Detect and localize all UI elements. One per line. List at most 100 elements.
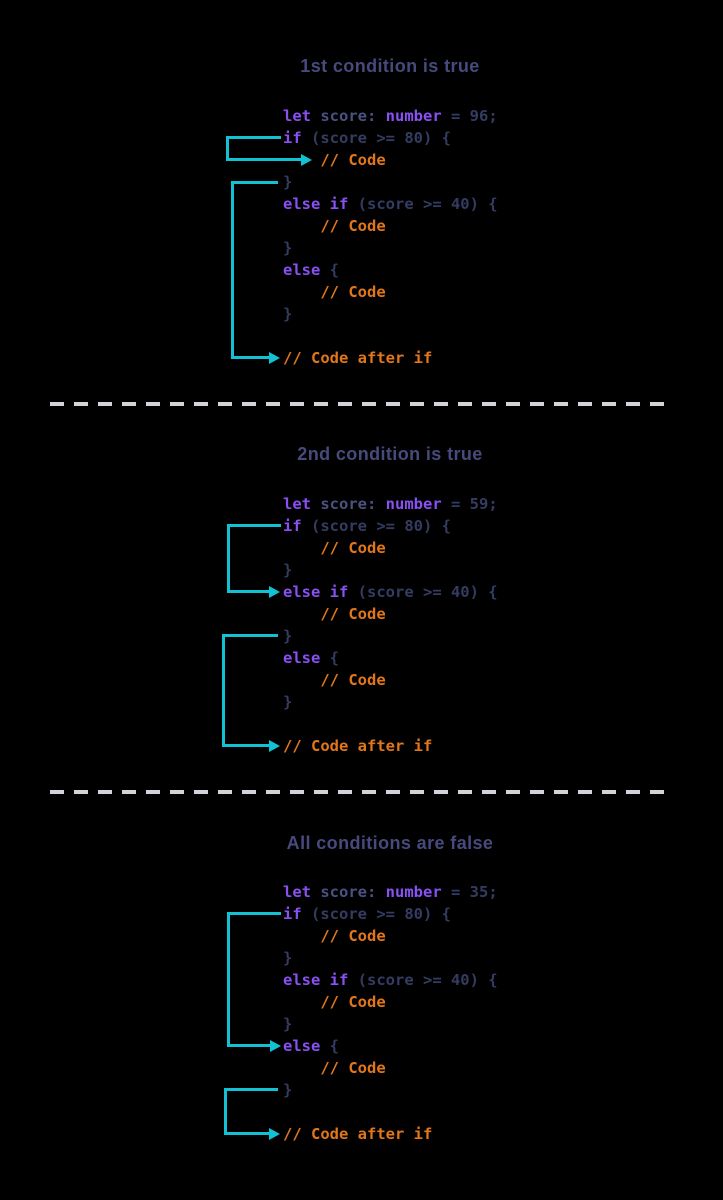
code-line: // Code bbox=[283, 149, 498, 171]
panel-3-code-block: let score: number = 35;if (score >= 80) … bbox=[283, 881, 498, 1145]
code-keyword: else if bbox=[283, 195, 349, 213]
code-text: { bbox=[320, 261, 339, 279]
code-line: // Code bbox=[283, 281, 498, 303]
code-keyword: let bbox=[283, 107, 311, 125]
code-keyword: let bbox=[283, 883, 311, 901]
code-line: } bbox=[283, 625, 498, 647]
code-line: // Code bbox=[283, 215, 498, 237]
code-line: else { bbox=[283, 647, 498, 669]
code-line bbox=[283, 1101, 498, 1123]
code-line: let score: number = 59; bbox=[283, 493, 498, 515]
flow-arrow-panel2-code-after-if-segment bbox=[222, 634, 278, 637]
code-text: = 35; bbox=[441, 883, 498, 901]
code-line: } bbox=[283, 171, 498, 193]
code-line: // Code bbox=[283, 1057, 498, 1079]
code-line: if (score >= 80) { bbox=[283, 127, 498, 149]
code-comment: // Code after if bbox=[283, 737, 433, 755]
flow-arrow-panel3-else-block-arrowhead bbox=[270, 1040, 281, 1052]
panel-2-title: 2nd condition is true bbox=[297, 444, 483, 464]
flow-arrow-panel2-else-if-statement-segment bbox=[227, 524, 281, 527]
flow-arrow-panel1-if-block-body-segment bbox=[226, 158, 302, 161]
code-text: (score >= 40) { bbox=[348, 583, 498, 601]
flow-arrow-panel1-code-after-if-segment bbox=[231, 181, 278, 184]
code-line: // Code bbox=[283, 925, 498, 947]
flow-arrow-panel3-code-after-if-arrowhead bbox=[269, 1128, 280, 1140]
flow-arrow-panel1-code-after-if-segment bbox=[231, 181, 234, 359]
code-keyword: else bbox=[283, 649, 321, 667]
code-line: } bbox=[283, 947, 498, 969]
flow-arrow-panel1-if-block-body-segment bbox=[226, 136, 229, 161]
code-keyword: else bbox=[283, 261, 321, 279]
code-line: // Code bbox=[283, 991, 498, 1013]
code-keyword: let bbox=[283, 495, 311, 513]
code-text: score: bbox=[311, 883, 386, 901]
code-keyword: if bbox=[283, 517, 302, 535]
code-keyword: else if bbox=[283, 583, 349, 601]
code-comment: // Code bbox=[283, 605, 386, 623]
code-line: else if (score >= 40) { bbox=[283, 193, 498, 215]
flow-arrow-panel1-if-block-body-segment bbox=[226, 136, 281, 139]
code-line: } bbox=[283, 303, 498, 325]
code-text: (score >= 80) { bbox=[301, 905, 451, 923]
panel-2-code-block: let score: number = 59;if (score >= 80) … bbox=[283, 493, 498, 757]
code-line: let score: number = 35; bbox=[283, 881, 498, 903]
code-line: let score: number = 96; bbox=[283, 105, 498, 127]
code-text: (score >= 40) { bbox=[348, 195, 498, 213]
code-comment: // Code bbox=[283, 151, 386, 169]
flow-arrow-panel2-code-after-if-segment bbox=[222, 634, 225, 747]
code-comment: // Code bbox=[283, 671, 386, 689]
code-comment: // Code bbox=[283, 927, 386, 945]
code-line: if (score >= 80) { bbox=[283, 903, 498, 925]
flow-arrow-panel2-else-if-statement-arrowhead bbox=[269, 586, 280, 598]
flow-arrow-panel1-if-block-body-arrowhead bbox=[301, 154, 312, 166]
code-text: } bbox=[283, 693, 293, 711]
code-comment: // Code after if bbox=[283, 349, 433, 367]
code-line: else if (score >= 40) { bbox=[283, 581, 498, 603]
dashed-divider-1 bbox=[50, 402, 670, 406]
code-text: { bbox=[320, 1037, 339, 1055]
code-text: (score >= 40) { bbox=[348, 971, 498, 989]
code-text: } bbox=[283, 1015, 293, 1033]
panel-1-code-block: let score: number = 96;if (score >= 80) … bbox=[283, 105, 498, 369]
flow-arrow-panel3-else-block-segment bbox=[227, 1044, 271, 1047]
code-line bbox=[283, 713, 498, 735]
flow-arrow-panel3-else-block-segment bbox=[227, 912, 281, 915]
code-keyword: number bbox=[385, 495, 442, 513]
flow-arrow-panel3-code-after-if-segment bbox=[224, 1088, 227, 1135]
code-text: (score >= 80) { bbox=[301, 129, 451, 147]
flow-arrow-panel2-code-after-if-segment bbox=[222, 744, 270, 747]
code-line: } bbox=[283, 237, 498, 259]
code-comment: // Code bbox=[283, 993, 386, 1011]
code-line: else if (score >= 40) { bbox=[283, 969, 498, 991]
flow-arrow-panel1-code-after-if-arrowhead bbox=[269, 352, 280, 364]
code-keyword: number bbox=[385, 107, 442, 125]
code-text: } bbox=[283, 305, 293, 323]
flow-arrow-panel2-code-after-if-arrowhead bbox=[269, 740, 280, 752]
code-comment: // Code bbox=[283, 1059, 386, 1077]
code-line: if (score >= 80) { bbox=[283, 515, 498, 537]
code-line: // Code bbox=[283, 537, 498, 559]
flow-arrow-panel2-else-if-statement-segment bbox=[227, 590, 270, 593]
code-text: } bbox=[283, 561, 293, 579]
code-text: } bbox=[283, 239, 293, 257]
code-line: // Code after if bbox=[283, 1123, 498, 1145]
code-line: // Code bbox=[283, 669, 498, 691]
code-line: } bbox=[283, 1013, 498, 1035]
code-comment: // Code bbox=[283, 283, 386, 301]
code-keyword: if bbox=[283, 905, 302, 923]
code-text: { bbox=[320, 649, 339, 667]
code-text: = 59; bbox=[441, 495, 498, 513]
code-line: else { bbox=[283, 259, 498, 281]
code-line bbox=[283, 325, 498, 347]
flow-arrow-panel3-code-after-if-segment bbox=[224, 1088, 278, 1091]
code-text: score: bbox=[311, 107, 386, 125]
code-line: } bbox=[283, 559, 498, 581]
code-line: // Code bbox=[283, 603, 498, 625]
code-line: else { bbox=[283, 1035, 498, 1057]
code-line: // Code after if bbox=[283, 735, 498, 757]
code-text: (score >= 80) { bbox=[301, 517, 451, 535]
code-keyword: else if bbox=[283, 971, 349, 989]
code-keyword: else bbox=[283, 1037, 321, 1055]
flow-arrow-panel1-code-after-if-segment bbox=[231, 356, 270, 359]
